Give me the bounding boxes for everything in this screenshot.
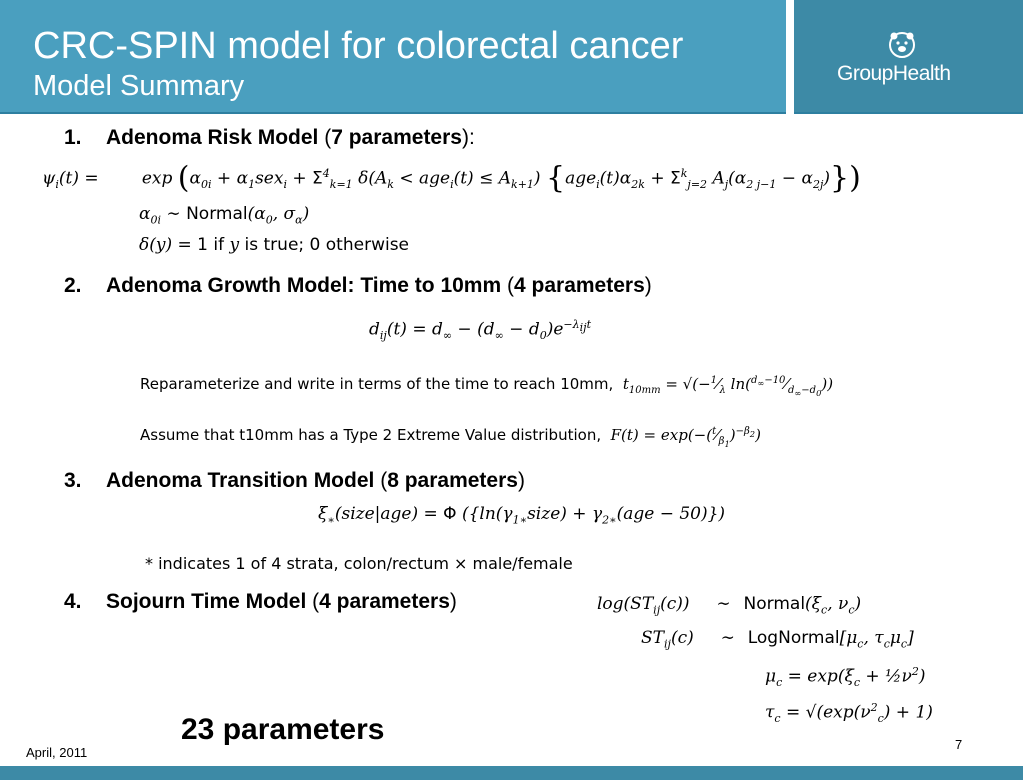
slide-title: CRC-SPIN model for colorectal cancer bbox=[33, 25, 684, 67]
risk-delta-definition: δ(y) = 1 if y is true; 0 otherwise bbox=[139, 235, 410, 255]
transition-model-equation: ξ∗(size|age) = Φ ({ln(γ1∗size) + γ2∗(age… bbox=[318, 504, 726, 527]
section-1-heading: 1.Adenoma Risk Model (7 parameters): bbox=[64, 126, 475, 149]
risk-model-equation: ψi(t) = exp (α0i + α1sexi + Σ4k=1 δ(Ak <… bbox=[42, 160, 861, 196]
title-banner bbox=[0, 0, 786, 114]
section-3-heading: 3.Adenoma Transition Model (8 parameters… bbox=[64, 469, 525, 492]
footer-bar bbox=[0, 766, 1023, 780]
sojourn-equation-1: log(STij(c))∼Normal(ξc, νc) bbox=[597, 594, 862, 617]
transition-strata-note: * indicates 1 of 4 strata, colon/rectum … bbox=[145, 554, 573, 573]
logo-panel bbox=[794, 0, 1023, 114]
footer-date: April, 2011 bbox=[26, 745, 88, 760]
sojourn-equation-4: τc = √(exp(ν2c) + 1) bbox=[765, 701, 933, 726]
sojourn-equation-3: μc = exp(ξc + ½ν2) bbox=[765, 665, 926, 690]
section-4-heading: 4.Sojourn Time Model (4 parameters) bbox=[64, 590, 457, 613]
total-parameters: 23 parameters bbox=[181, 713, 385, 746]
sojourn-equation-2: STij(c)∼LogNormal[μc, τcμc] bbox=[641, 628, 914, 651]
page-number: 7 bbox=[955, 737, 963, 752]
growth-reparameterize-line: Reparameterize and write in terms of the… bbox=[140, 375, 834, 398]
logo-wordmark: GroupHealth bbox=[837, 62, 951, 85]
risk-alpha-distribution: α0i ∼ Normal(α0, σα) bbox=[139, 204, 310, 227]
section-2-heading: 2.Adenoma Growth Model: Time to 10mm (4 … bbox=[64, 274, 652, 297]
slide-subtitle: Model Summary bbox=[33, 70, 245, 102]
grouphealth-bear-icon bbox=[889, 32, 915, 58]
growth-distribution-line: Assume that t10mm has a Type 2 Extreme V… bbox=[140, 426, 761, 449]
growth-model-equation: dij(t) = d∞ − (d∞ − d0)e−λijt bbox=[369, 318, 591, 343]
